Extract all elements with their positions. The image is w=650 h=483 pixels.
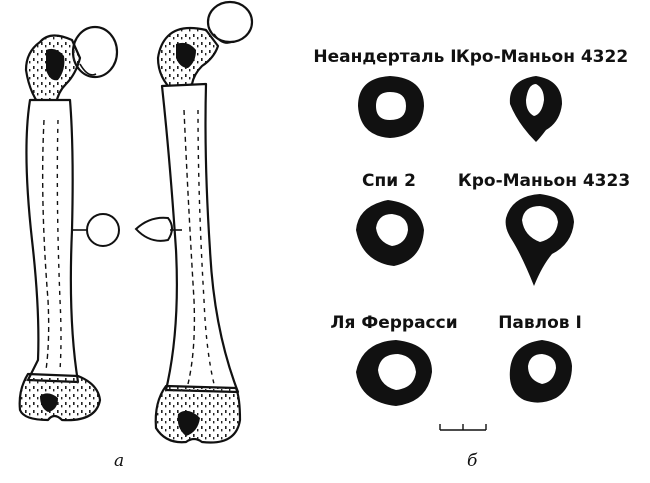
section-label-spy-2: Спи 2 [362, 171, 416, 191]
section-la-ferrassie [356, 340, 432, 406]
section-label-pavlov-1: Павлов I [498, 313, 582, 333]
section-label-la-ferrassie: Ля Феррасси [330, 313, 457, 333]
section-neanderthal-1 [358, 76, 424, 138]
left-femur-drawing [18, 25, 119, 422]
panel-a-label: а [114, 451, 124, 471]
panel-b-label: б [467, 451, 478, 471]
section-spy-2 [356, 200, 424, 266]
section-pavlov-1 [509, 340, 572, 403]
section-cro-magnon-4322 [509, 76, 562, 142]
section-cro-magnon-4323 [505, 194, 574, 286]
left-femur-cross-section [86, 213, 120, 247]
right-femur-cross-section [134, 216, 173, 242]
section-label-cro-magnon-4322: Кро-Маньон 4322 [456, 47, 628, 67]
scale-bar [439, 424, 487, 431]
section-label-neanderthal-1: Неандерталь I [313, 47, 456, 67]
right-femur-drawing [154, 0, 254, 444]
section-label-cro-magnon-4323: Кро-Маньон 4323 [458, 171, 630, 191]
